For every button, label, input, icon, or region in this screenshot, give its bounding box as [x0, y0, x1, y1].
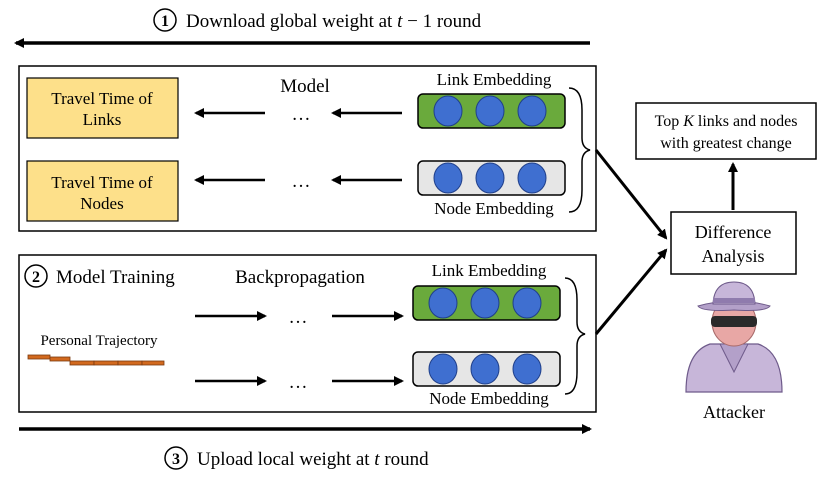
trajectory-label: Personal Trajectory — [40, 333, 158, 349]
difference-analysis: Difference Analysis — [670, 211, 797, 275]
node-node-circle — [517, 162, 547, 194]
link-node-circle — [470, 287, 500, 319]
trajectory-segment — [117, 360, 143, 366]
download-step: 1 Download global weight at t − 1 round — [14, 8, 590, 48]
step-1-number: 1 — [161, 13, 169, 30]
difference-line2: Analysis — [702, 246, 765, 266]
link-node-circle — [517, 95, 547, 127]
ellipsis-upper-1: … — [292, 104, 311, 125]
link-embedding-label-lower: Link Embedding — [432, 261, 547, 280]
trajectory-segment — [49, 356, 71, 362]
attacker-icon — [685, 281, 783, 393]
link-node-circle — [475, 95, 505, 127]
upload-label: Upload local weight at t round — [197, 449, 429, 470]
link-node-circle — [433, 95, 463, 127]
node-node-circle — [433, 162, 463, 194]
node-node-circle — [475, 162, 505, 194]
topk-line1: Top K links and nodes — [655, 113, 798, 130]
topk-result: Top K links and nodes with greatest chan… — [635, 102, 817, 160]
backpropagation-label: Backpropagation — [235, 267, 365, 288]
arrow-lower-to-difference — [594, 248, 668, 335]
trajectory-segment — [69, 360, 95, 366]
upload-step: 3 Upload local weight at t round — [19, 424, 592, 470]
attacker-label: Attacker — [703, 402, 765, 422]
output-nodes-line2: Nodes — [80, 194, 123, 213]
node-node-circle — [428, 353, 458, 385]
output-links-box — [26, 77, 179, 139]
ellipsis-lower-2: … — [289, 372, 308, 393]
model-label: Model — [280, 76, 330, 97]
output-links-line1: Travel Time of — [51, 89, 153, 108]
step-2-number: 2 — [32, 269, 40, 286]
topk-box — [635, 102, 817, 160]
step-3-circle — [164, 446, 188, 470]
trajectory-segment — [93, 360, 119, 366]
ellipsis-upper-2: … — [292, 171, 311, 192]
link-embedding-label-upper: Link Embedding — [437, 70, 552, 89]
output-nodes-line1: Travel Time of — [51, 173, 153, 192]
node-node-circle — [512, 353, 542, 385]
output-links-line2: Links — [83, 110, 122, 129]
node-embedding-label-upper: Node Embedding — [434, 199, 554, 218]
difference-analysis-box — [670, 211, 797, 275]
model-training-label: Model Training — [56, 267, 175, 288]
upper-panel: Travel Time of Links Travel Time of Node… — [18, 65, 597, 232]
upper-brace — [568, 87, 591, 213]
step-1-circle — [153, 8, 177, 32]
attacker-hat-band — [713, 298, 755, 303]
ellipsis-lower-1: … — [289, 307, 308, 328]
download-label: Download global weight at t − 1 round — [186, 11, 482, 32]
link-node-circle — [428, 287, 458, 319]
arrow-upper-to-difference — [594, 149, 668, 240]
attacker-glasses — [711, 316, 757, 327]
step-2-circle — [24, 264, 48, 288]
link-node-circle — [512, 287, 542, 319]
upper-panel-frame — [18, 65, 597, 232]
node-embedding-label-lower: Node Embedding — [429, 389, 549, 408]
difference-line1: Difference — [695, 222, 772, 242]
output-nodes-box — [26, 160, 179, 222]
lower-panel: 2 Model Training Backpropagation Persona… — [18, 254, 597, 413]
lower-brace — [564, 277, 586, 395]
topk-line2: with greatest change — [660, 135, 792, 152]
step-3-number: 3 — [172, 451, 180, 468]
trajectory-segments — [27, 354, 165, 366]
node-node-circle — [470, 353, 500, 385]
trajectory-segment — [27, 354, 51, 360]
trajectory-segment — [141, 360, 165, 366]
